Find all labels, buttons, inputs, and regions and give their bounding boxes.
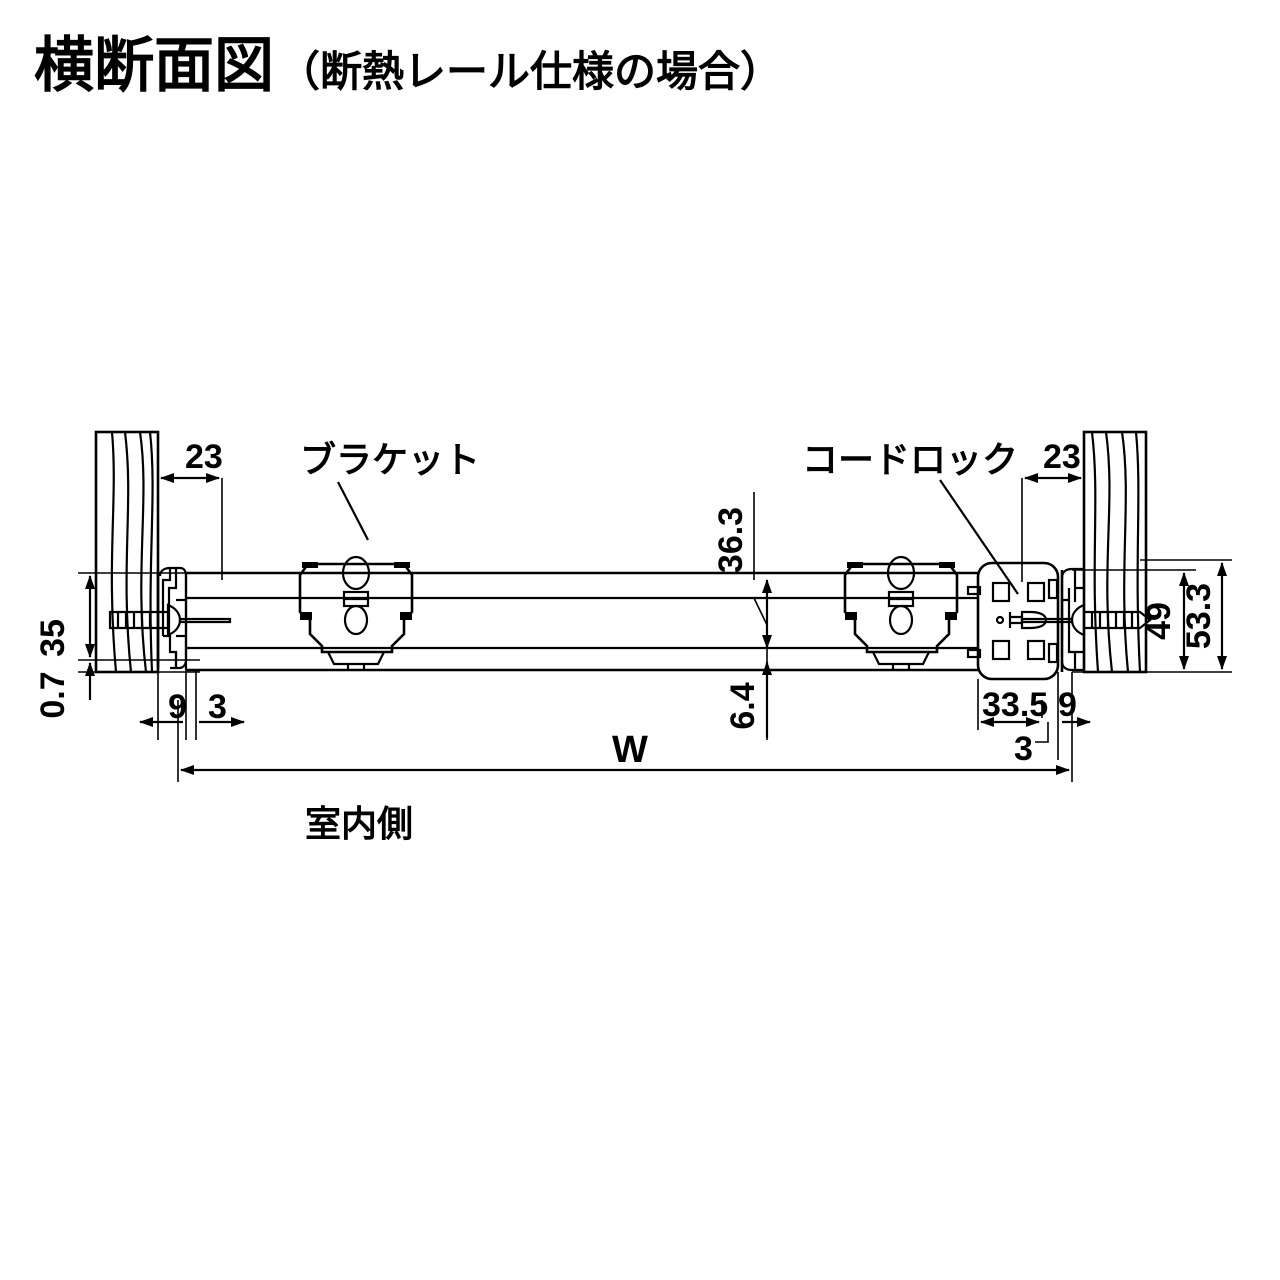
indoor-side-label: 室内側 <box>305 804 413 845</box>
dim-left-offsets <box>139 670 245 740</box>
left-wall <box>94 430 160 674</box>
dim-label-left-offset-3: 3 <box>208 688 227 726</box>
dim-label-right-offset-9: 9 <box>1058 686 1077 724</box>
dim-label-right-wall-gap: 23 <box>1043 438 1081 476</box>
dim-rail-heights <box>753 492 772 740</box>
dim-right-wall-gap <box>1021 432 1085 582</box>
dim-label-overall-width: W <box>612 729 648 771</box>
title-sub-text: （断熱レール仕様の場合） <box>278 47 783 96</box>
dim-label-cordlock-width: 33.5 <box>982 686 1048 724</box>
dim-right-offsets <box>977 672 1091 760</box>
dim-label-right-49: 49 <box>1140 602 1178 640</box>
dim-label-right-53-3: 53.3 <box>1180 583 1218 649</box>
dim-right-vertical <box>1072 559 1232 673</box>
dim-label-left-wall-gap: 23 <box>185 438 223 476</box>
dim-label-rail-lower: 6.4 <box>724 682 762 729</box>
dim-label-right-offset-3: 3 <box>1014 730 1033 768</box>
right-screw <box>1020 603 1152 637</box>
dim-label-left-bottom-offset: 0.7 <box>34 671 72 718</box>
dim-overall-width <box>177 700 1073 782</box>
dim-label-rail-upper: 36.3 <box>712 507 750 573</box>
bracket-leader-line <box>337 481 369 541</box>
bracket-1 <box>298 555 414 670</box>
cord-lock-label: コードロック <box>802 440 1018 481</box>
dim-left-wall-gap <box>157 432 223 580</box>
dim-label-left-offset-9: 9 <box>168 688 187 726</box>
right-rail-end-mount <box>1020 567 1152 672</box>
left-screw <box>108 603 232 637</box>
title-main-text: 横断面図 <box>34 31 274 101</box>
bracket-label: ブラケット <box>300 439 480 481</box>
page-title: 横断面図 （断熱レール仕様の場合） <box>34 36 782 96</box>
dim-left-vertical <box>78 572 200 700</box>
cordlock-leader-line <box>939 479 1019 595</box>
right-wall <box>1082 430 1148 674</box>
bracket-2 <box>843 555 959 670</box>
dim-label-left-height: 35 <box>34 619 72 657</box>
rail-body <box>184 571 978 672</box>
